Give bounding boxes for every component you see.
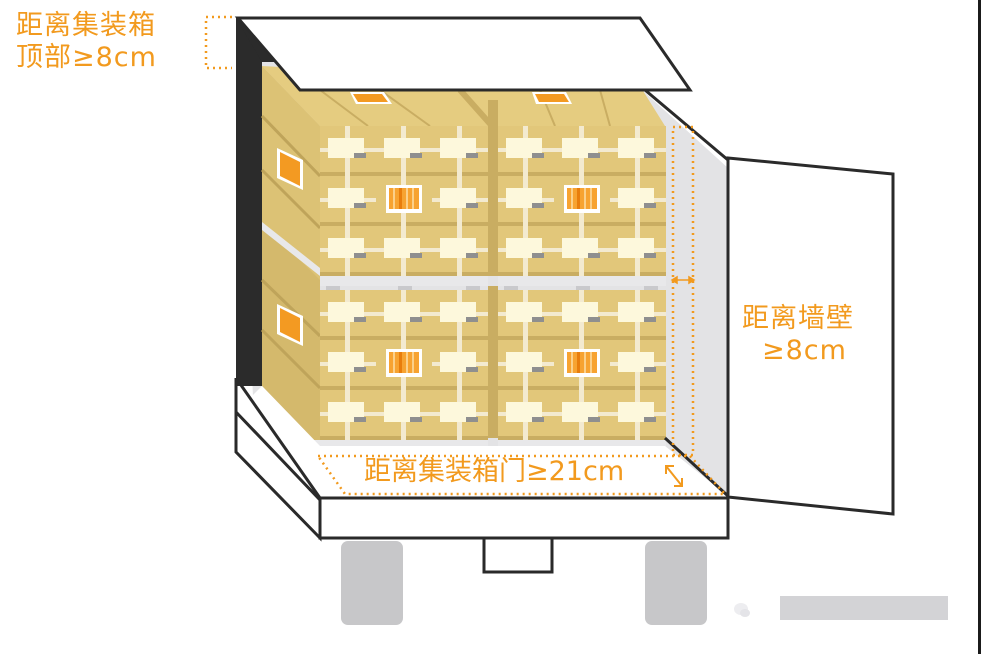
pallet-upper-left	[320, 126, 488, 276]
watermark	[732, 596, 952, 624]
container-sill	[318, 496, 730, 540]
top-clearance-bracket	[204, 15, 232, 70]
wall-clearance-line1: 距离墙壁	[742, 303, 854, 334]
wall-clearance-label: 距离墙壁 ≥8cm	[742, 303, 854, 367]
watermark-blurred-text	[780, 596, 948, 620]
pallet-lower-right	[498, 290, 666, 440]
top-clearance-line1: 距离集装箱	[16, 10, 156, 41]
wechat-icon	[734, 603, 750, 617]
pallet-upper-right	[498, 126, 666, 276]
door-clearance-label: 距离集装箱门≥21cm	[364, 456, 625, 487]
wall-arrow-icon	[670, 275, 696, 285]
wheel-left	[341, 541, 403, 625]
pallet-lower-left	[320, 290, 488, 440]
container-left-wall	[236, 18, 262, 386]
top-clearance-line2: 顶部≥8cm	[16, 41, 157, 73]
container-roof	[234, 16, 693, 92]
wall-clearance-line2: ≥8cm	[762, 334, 847, 366]
top-clearance-label: 距离集装箱 顶部≥8cm	[16, 10, 157, 74]
wheel-right	[645, 541, 707, 625]
container-hitch	[482, 536, 554, 574]
door-arrow-icon	[665, 465, 683, 487]
door-clearance-zone	[315, 454, 728, 496]
frame-edge	[978, 0, 981, 654]
container-door	[726, 156, 895, 516]
clearance-guides	[204, 15, 728, 496]
